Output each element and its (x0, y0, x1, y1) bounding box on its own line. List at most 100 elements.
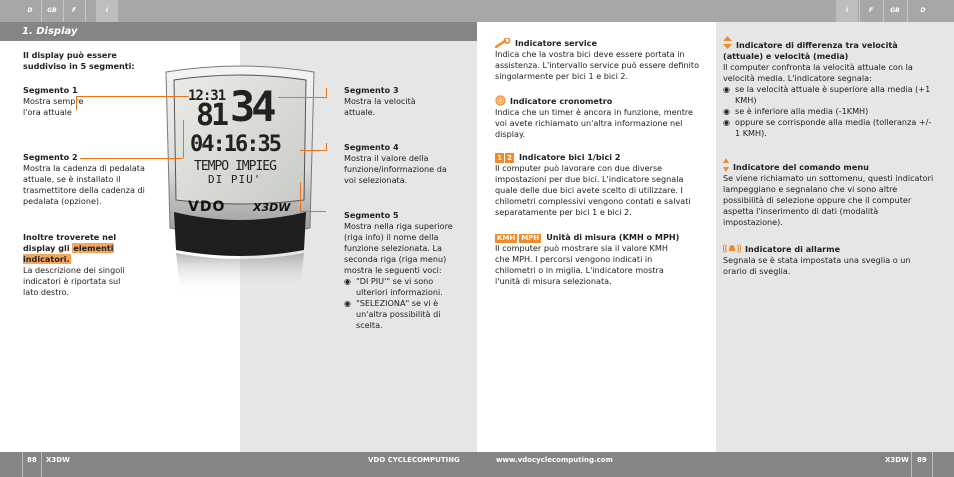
leader-segment-4 (326, 143, 327, 151)
footer-model-right: X3DW (885, 456, 909, 464)
footer-divider (22, 452, 23, 477)
lcd-time: 12:31 (188, 88, 226, 104)
speed-diff-body: Il computer confronta la velocità attual… (723, 62, 913, 83)
stopwatch-icon (495, 95, 506, 106)
segment-3-title: Segmento 3 (344, 85, 399, 95)
indicators-note-block: Inoltre troverete nel display gli elemen… (23, 232, 151, 298)
bike-1-badge: 1 (495, 153, 504, 163)
service-indicator-block: Indicatore service Indica che la vostra … (495, 38, 705, 82)
footer-divider (41, 452, 42, 477)
lang-separator (859, 0, 860, 22)
stopwatch-title: Indicatore cronometro (510, 96, 613, 106)
lang-tab-f[interactable]: F (868, 7, 874, 14)
segment-4-body: Mostra il valore della funzione/informaz… (344, 153, 447, 185)
top-bar-left: D GB F I (0, 0, 477, 22)
footer-url[interactable]: www.vdocyclecomputing.com (496, 456, 613, 464)
menu-title: Indicatore del comando menu (733, 162, 869, 172)
device-brand-logo: VDO (188, 199, 226, 215)
indicators-note-body: La descrizione dei singoli indicatori è … (23, 265, 125, 297)
lang-tab-i[interactable]: I (96, 0, 118, 22)
lcd-value: 04:16:35 (190, 132, 282, 157)
segment-2-title: Segmento 2 (23, 152, 78, 162)
lang-tab-i[interactable]: I (836, 0, 858, 22)
bullet-icon: ◉ (344, 277, 351, 286)
list-item: ◉se è inferiore alla media (-1KMH) (723, 106, 869, 116)
service-title: Indicatore service (515, 38, 597, 48)
bullet-icon: ◉ (723, 107, 730, 116)
bike-title: Indicatore bici 1/bici 2 (519, 152, 621, 162)
lang-separator (85, 0, 86, 22)
footer-brand: VDO CYCLECOMPUTING (368, 456, 460, 464)
segment-1-block: Segmento 1 Mostra sempre l'ora attuale (23, 85, 143, 118)
lang-tab-gb[interactable]: GB (47, 7, 57, 14)
list-item: ◉"SELEZIONA" se vi è un'altra possibilit… (344, 298, 441, 330)
top-bar-right: I F GB D (477, 0, 954, 22)
lang-tab-f[interactable]: F (71, 7, 77, 14)
cycle-computer-image: 12:31 81 34 04:16:35 TEMPO IMPIEG DI PIU… (160, 60, 320, 318)
leader-segment-3 (326, 88, 327, 98)
leader-segment-5 (300, 182, 301, 212)
lang-separator (907, 0, 908, 22)
segment-2-body: Mostra la cadenza di pedalata attuale, s… (23, 163, 145, 206)
lcd-cadence: 81 (196, 98, 229, 133)
lang-tab-d[interactable]: D (920, 7, 926, 14)
leader-segment-1 (76, 96, 77, 110)
footer-right: www.vdocyclecomputing.com X3DW 89 (477, 452, 954, 477)
bike-2-badge: 2 (505, 153, 514, 163)
segment-4-block: Segmento 4 Mostra il valore della funzio… (344, 142, 456, 186)
lang-separator (883, 0, 884, 22)
section-title: 1. Display (0, 22, 477, 41)
stopwatch-indicator-block: Indicatore cronometro Indica che un time… (495, 95, 705, 140)
cycle-computer-illustration (165, 65, 315, 293)
lcd-menu-line: DI PIU' (208, 173, 262, 186)
leader-segment-3 (278, 97, 326, 98)
footer-model-left: X3DW (46, 456, 70, 464)
stopwatch-body: Indica che un timer è ancora in funzione… (495, 107, 694, 139)
segment-1-body: Mostra sempre l'ora attuale (23, 96, 84, 117)
menu-arrows-icon (723, 158, 729, 172)
lang-tab-gb[interactable]: GB (890, 7, 900, 14)
unit-body: Il computer può mostrare sia il valore K… (495, 243, 668, 286)
list-item: ◉se la velocità attuale è superiore alla… (723, 84, 931, 105)
footer-left: 88 X3DW VDO CYCLECOMPUTING (0, 452, 477, 477)
leader-segment-2 (80, 158, 183, 159)
indicators-note-title: Inoltre troverete nel display gli (23, 232, 117, 253)
segment-5-title: Segmento 5 (344, 210, 399, 220)
footer-divider (932, 452, 933, 477)
segment-3-block: Segmento 3 Mostra la velocità attuale. (344, 85, 459, 118)
mph-badge: MPH (519, 234, 542, 243)
segment-2-block: Segmento 2 Mostra la cadenza di pedalata… (23, 152, 145, 207)
page-number-right: 89 (917, 456, 927, 464)
bullet-icon: ◉ (723, 85, 730, 94)
wrench-icon (495, 38, 511, 48)
intro-text: Il display può essere suddiviso in 5 seg… (23, 50, 135, 71)
right-panel-shade (716, 22, 954, 452)
alarm-indicator-block: Indicatore di allarme Segnala se è stata… (723, 243, 935, 277)
lang-separator (41, 0, 42, 22)
page-number-left: 88 (27, 456, 37, 464)
segment-3-body: Mostra la velocità attuale. (344, 96, 416, 117)
leader-segment-2 (183, 120, 184, 158)
lang-separator (63, 0, 64, 22)
alarm-title: Indicatore di allarme (745, 244, 841, 254)
footer-divider (911, 452, 912, 477)
leader-segment-1 (76, 96, 189, 97)
unit-title: Unità di misura (KMH o MPH) (546, 232, 680, 242)
list-item: ◉oppure se corrisponde alla media (tolle… (723, 117, 932, 138)
menu-indicator-block: Indicatore del comando menu Se viene ric… (723, 155, 935, 228)
speed-diff-arrows-icon (723, 36, 732, 49)
segment-5-block: Segmento 5 Mostra nella riga superiore (… (344, 210, 456, 331)
lang-tab-d[interactable]: D (27, 7, 33, 14)
leader-segment-5 (300, 211, 326, 212)
segment-4-title: Segmento 4 (344, 142, 399, 152)
list-item: ◉"DI PIU'" se vi sono ulteriori informaz… (344, 276, 443, 297)
lcd-info-line: TEMPO IMPIEG (194, 159, 277, 174)
speed-diff-indicator-block: Indicatore di differenza tra velocità (a… (723, 36, 935, 139)
service-body: Indica che la vostra bici deve essere po… (495, 49, 700, 81)
alarm-bell-icon (723, 243, 741, 254)
menu-body: Se viene richiamato un sottomenu, questi… (723, 173, 934, 227)
bike-body: Il computer può lavorare con due diverse… (495, 163, 691, 217)
bullet-icon: ◉ (344, 299, 351, 308)
